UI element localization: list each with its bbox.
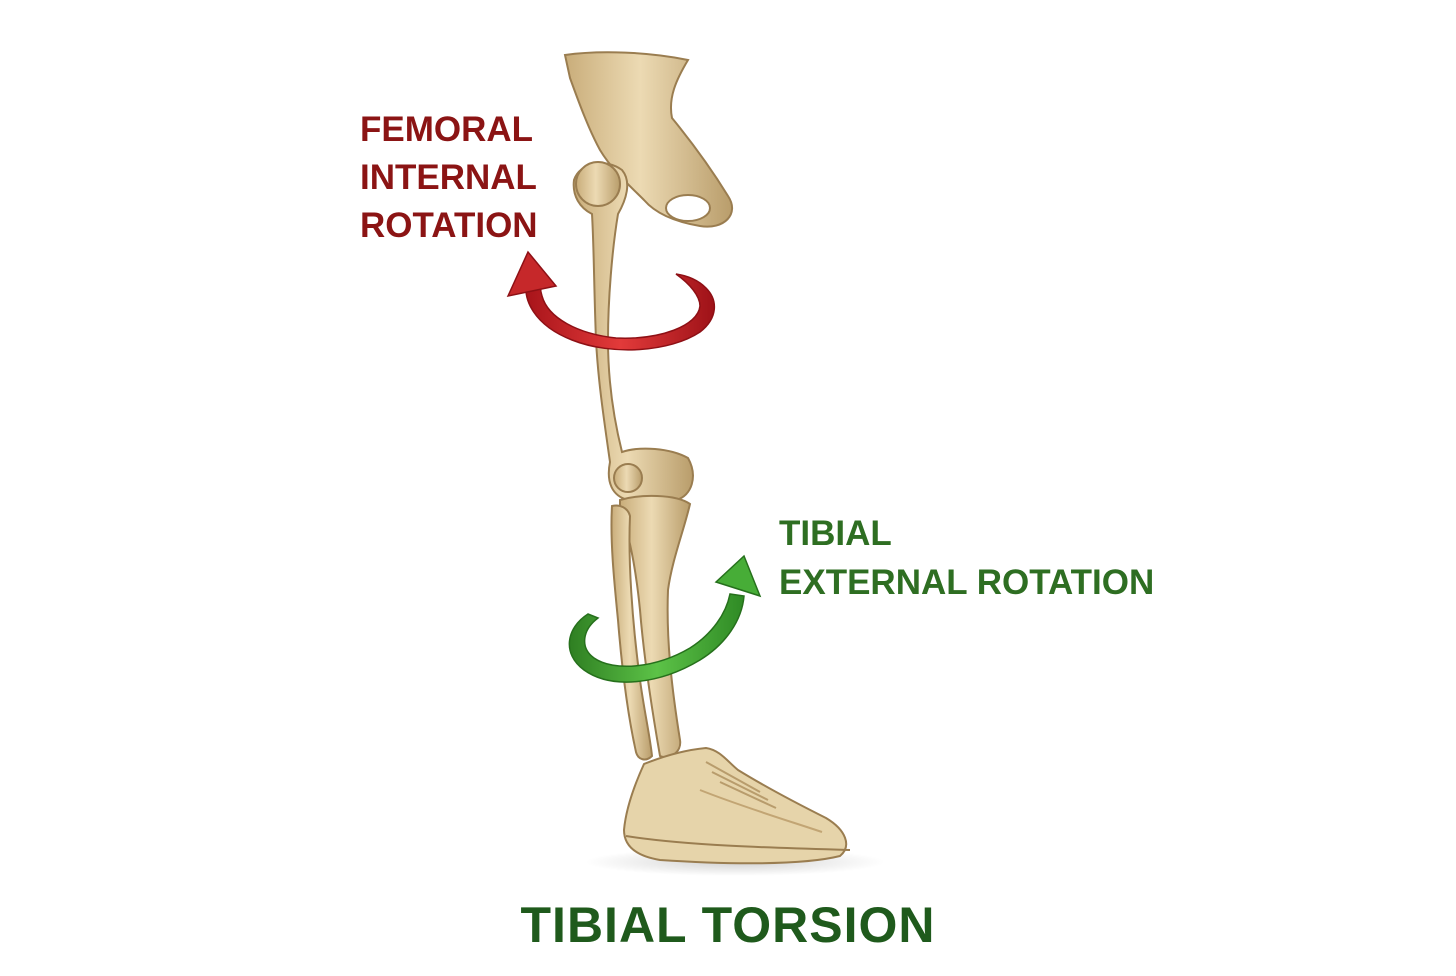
sneaker-icon xyxy=(624,748,850,863)
tibial-rotation-label: TIBIAL EXTERNAL ROTATION xyxy=(779,509,1199,607)
tibial-label-line: EXTERNAL ROTATION xyxy=(779,558,1199,607)
femoral-label-line: INTERNAL xyxy=(360,154,620,202)
patella xyxy=(614,464,642,492)
femoral-label-line: ROTATION xyxy=(360,202,620,250)
tibial-label-line: TIBIAL xyxy=(779,509,1199,558)
femoral-label-line: FEMORAL xyxy=(360,106,620,154)
diagram-title: TIBIAL TORSION xyxy=(0,890,1456,960)
obturator-foramen xyxy=(666,195,710,221)
femoral-rotation-label: FEMORAL INTERNAL ROTATION xyxy=(360,106,620,250)
